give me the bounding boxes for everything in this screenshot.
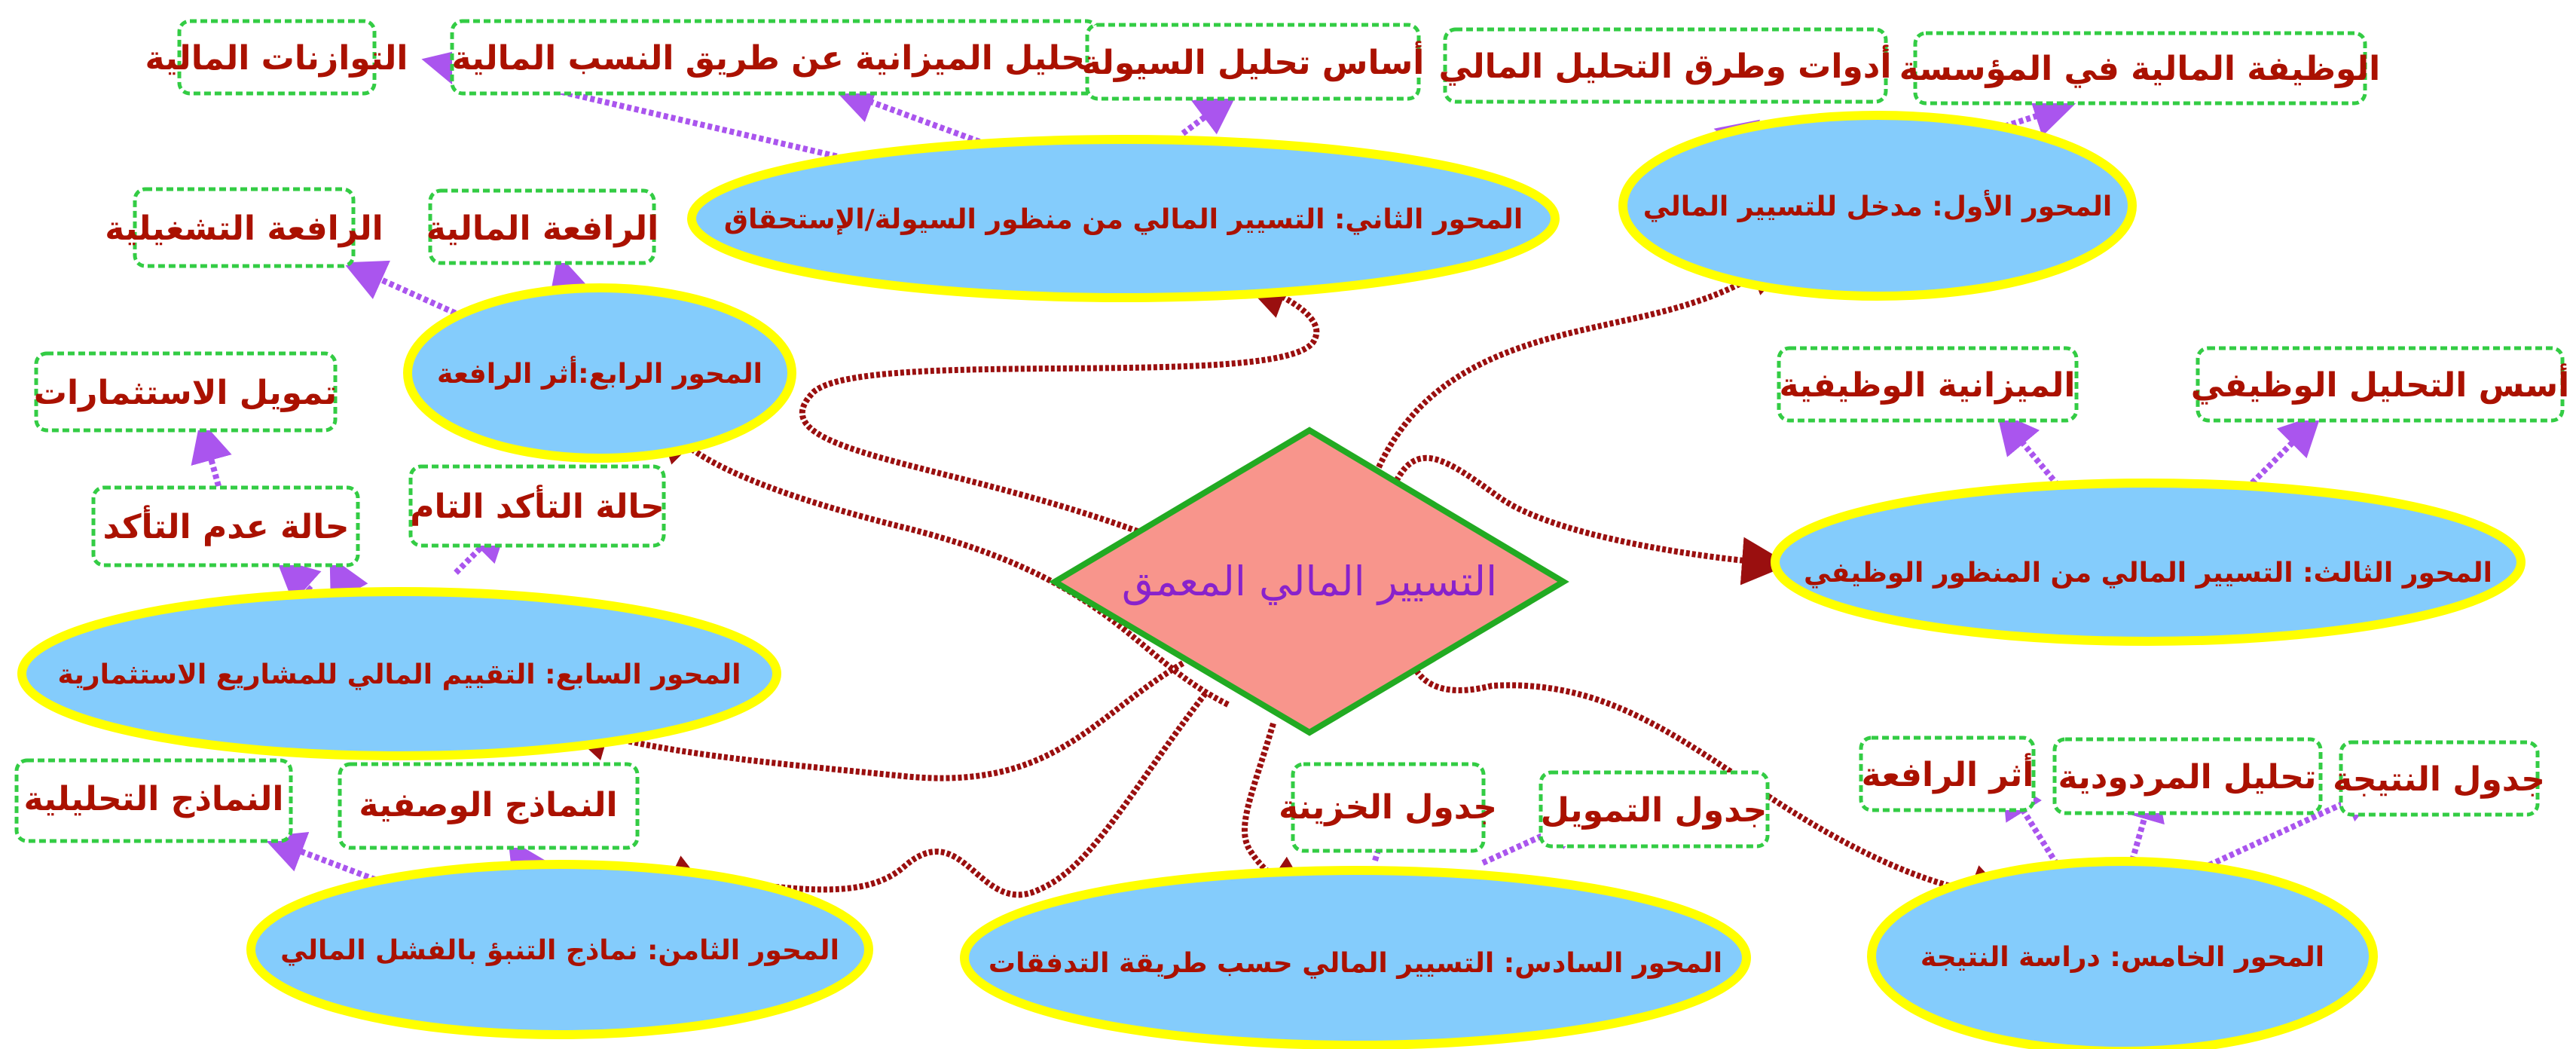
subtopic-label: النماذج الوصفية (359, 786, 617, 824)
subtopic-label: جدول التمويل (1541, 791, 1767, 830)
topic-ellipse (960, 866, 1751, 1049)
subtopic-box[interactable]: أسس التحليل الوظيفي (2191, 346, 2569, 423)
sub-link (832, 82, 981, 145)
subtopic-label: تحليل الميزانية عن طريق النسب المالية (451, 39, 1097, 78)
sub-link (1181, 92, 1238, 136)
subtopic-box[interactable]: النماذج الوصفية (338, 762, 640, 850)
link-axis-3 (1391, 454, 1790, 586)
topic-ellipse (403, 283, 796, 463)
topic-ellipse (1867, 857, 2378, 1049)
subtopic-box[interactable]: التوازنات المالية (145, 19, 408, 96)
center-diamond (1049, 427, 1569, 736)
center-title: التسيير المالي المعمق (1122, 558, 1497, 606)
subtopic-label: الوظيفة المالية في المؤسسة (1899, 50, 2380, 88)
subtopic-box[interactable]: النماذج التحليلية (14, 758, 293, 843)
topic-label: المحور الثامن: نماذج التنبؤ بالفشل المال… (280, 935, 839, 966)
subtopic-box[interactable]: حالة عدم التأكد (91, 485, 360, 567)
topic-axis-1[interactable]: المحور الأول: مدخل للتسيير المالي (1618, 111, 2137, 301)
topic-label: المحور الثالث: التسيير المالي من المنظور… (1804, 558, 2492, 589)
subtopic-box[interactable]: أساس تحليل السيولة (1082, 23, 1425, 101)
link-axis-2 (799, 272, 1320, 534)
subtopic-box[interactable]: الوظيفة المالية في المؤسسة (1899, 31, 2380, 106)
topic-label: المحور الثاني: التسيير المالي من منظور ا… (724, 204, 1523, 235)
subtopic-box[interactable]: الرافعة المالية (426, 188, 659, 265)
subtopic-label: التوازنات المالية (145, 39, 408, 78)
topic-axis-7[interactable]: المحور السابع: التقييم المالي للمشاريع ا… (17, 587, 781, 760)
sub-link (2239, 413, 2322, 496)
sub-link (329, 555, 368, 604)
subtopic-box[interactable]: الميزانية الوظيفية (1777, 346, 2079, 423)
subtopic-label: أسس التحليل الوظيفي (2191, 363, 2569, 405)
topic-ellipse (687, 135, 1560, 302)
subtopic-label: جدول الخزينة (1279, 788, 1497, 827)
topic-ellipse (1771, 479, 2526, 646)
subtopic-box[interactable]: أدوات وطرق التحليل المالي (1439, 27, 1892, 104)
topic-label: المحور السادس: التسيير المالي حسب طريقة … (989, 948, 1722, 979)
subtopic-label: الرافعة التشغيلية (105, 209, 383, 248)
subtopic-box[interactable]: جدول النتيجة (2333, 740, 2545, 817)
link-axis-5 (1413, 668, 2015, 911)
topic-axis-6[interactable]: المحور السادس: التسيير المالي حسب طريقة … (960, 866, 1751, 1049)
subtopic-box[interactable]: تحليل المردودية (2052, 737, 2323, 815)
link-axis-8 (657, 691, 1209, 904)
topic-axis-5[interactable]: المحور الخامس: دراسة النتيجة (1867, 857, 2378, 1049)
topic-ellipse (1618, 111, 2137, 301)
subtopic-label: الميزانية الوظيفية (1780, 366, 2076, 405)
central-topic[interactable]: التسيير المالي المعمق (1049, 427, 1569, 736)
topic-axis-2[interactable]: المحور الثاني: التسيير المالي من منظور ا… (687, 135, 1560, 302)
topic-axis-4[interactable]: المحور الرابع:أثر الرافعة (403, 283, 796, 463)
topic-axis-3[interactable]: المحور الثالث: التسيير المالي من المنظور… (1771, 479, 2526, 646)
subtopic-label: جدول النتيجة (2333, 760, 2545, 799)
subtopic-box[interactable]: حالة التأكد التام (408, 464, 666, 548)
subtopic-label: الرافعة المالية (426, 209, 659, 248)
sub-link (191, 419, 232, 488)
subtopic-label: تحليل المردودية (2058, 758, 2317, 797)
subtopic-box[interactable]: تمويل الاستثمارات (34, 351, 338, 433)
topic-ellipse (246, 860, 873, 1039)
subtopic-label: تمويل الاستثمارات (34, 374, 337, 412)
subtopic-box[interactable]: الرافعة التشغيلية (105, 187, 383, 268)
subtopic-label: أثر الرافعة (1862, 753, 2034, 794)
subtopic-label: أدوات وطرق التحليل المالي (1439, 44, 1892, 86)
link-axis-1 (1376, 249, 1797, 469)
subtopic-box[interactable]: جدول التمويل (1539, 770, 1770, 849)
topic-ellipse (17, 587, 781, 760)
subtopic-box[interactable]: تحليل الميزانية عن طريق النسب المالية (450, 19, 1099, 96)
subtopic-label: حالة التأكد التام (410, 485, 665, 526)
subtopic-label: حالة عدم التأكد (103, 505, 350, 546)
topic-label: المحور الرابع:أثر الرافعة (437, 356, 762, 390)
subtopic-label: أساس تحليل السيولة (1082, 41, 1425, 82)
subtopic-box[interactable]: أثر الرافعة (1859, 736, 2036, 812)
topic-axis-8[interactable]: المحور الثامن: نماذج التنبؤ بالفشل المال… (246, 860, 873, 1039)
link-axis-7 (561, 660, 1185, 781)
topic-label: المحور الأول: مدخل للتسيير المالي (1643, 189, 2112, 222)
subtopic-label: النماذج التحليلية (24, 780, 284, 818)
sub-link (1996, 411, 2066, 494)
topic-label: المحور السابع: التقييم المالي للمشاريع ا… (58, 659, 741, 690)
subtopic-box[interactable]: جدول الخزينة (1279, 762, 1497, 853)
topic-label: المحور الخامس: دراسة النتيجة (1921, 942, 2324, 973)
